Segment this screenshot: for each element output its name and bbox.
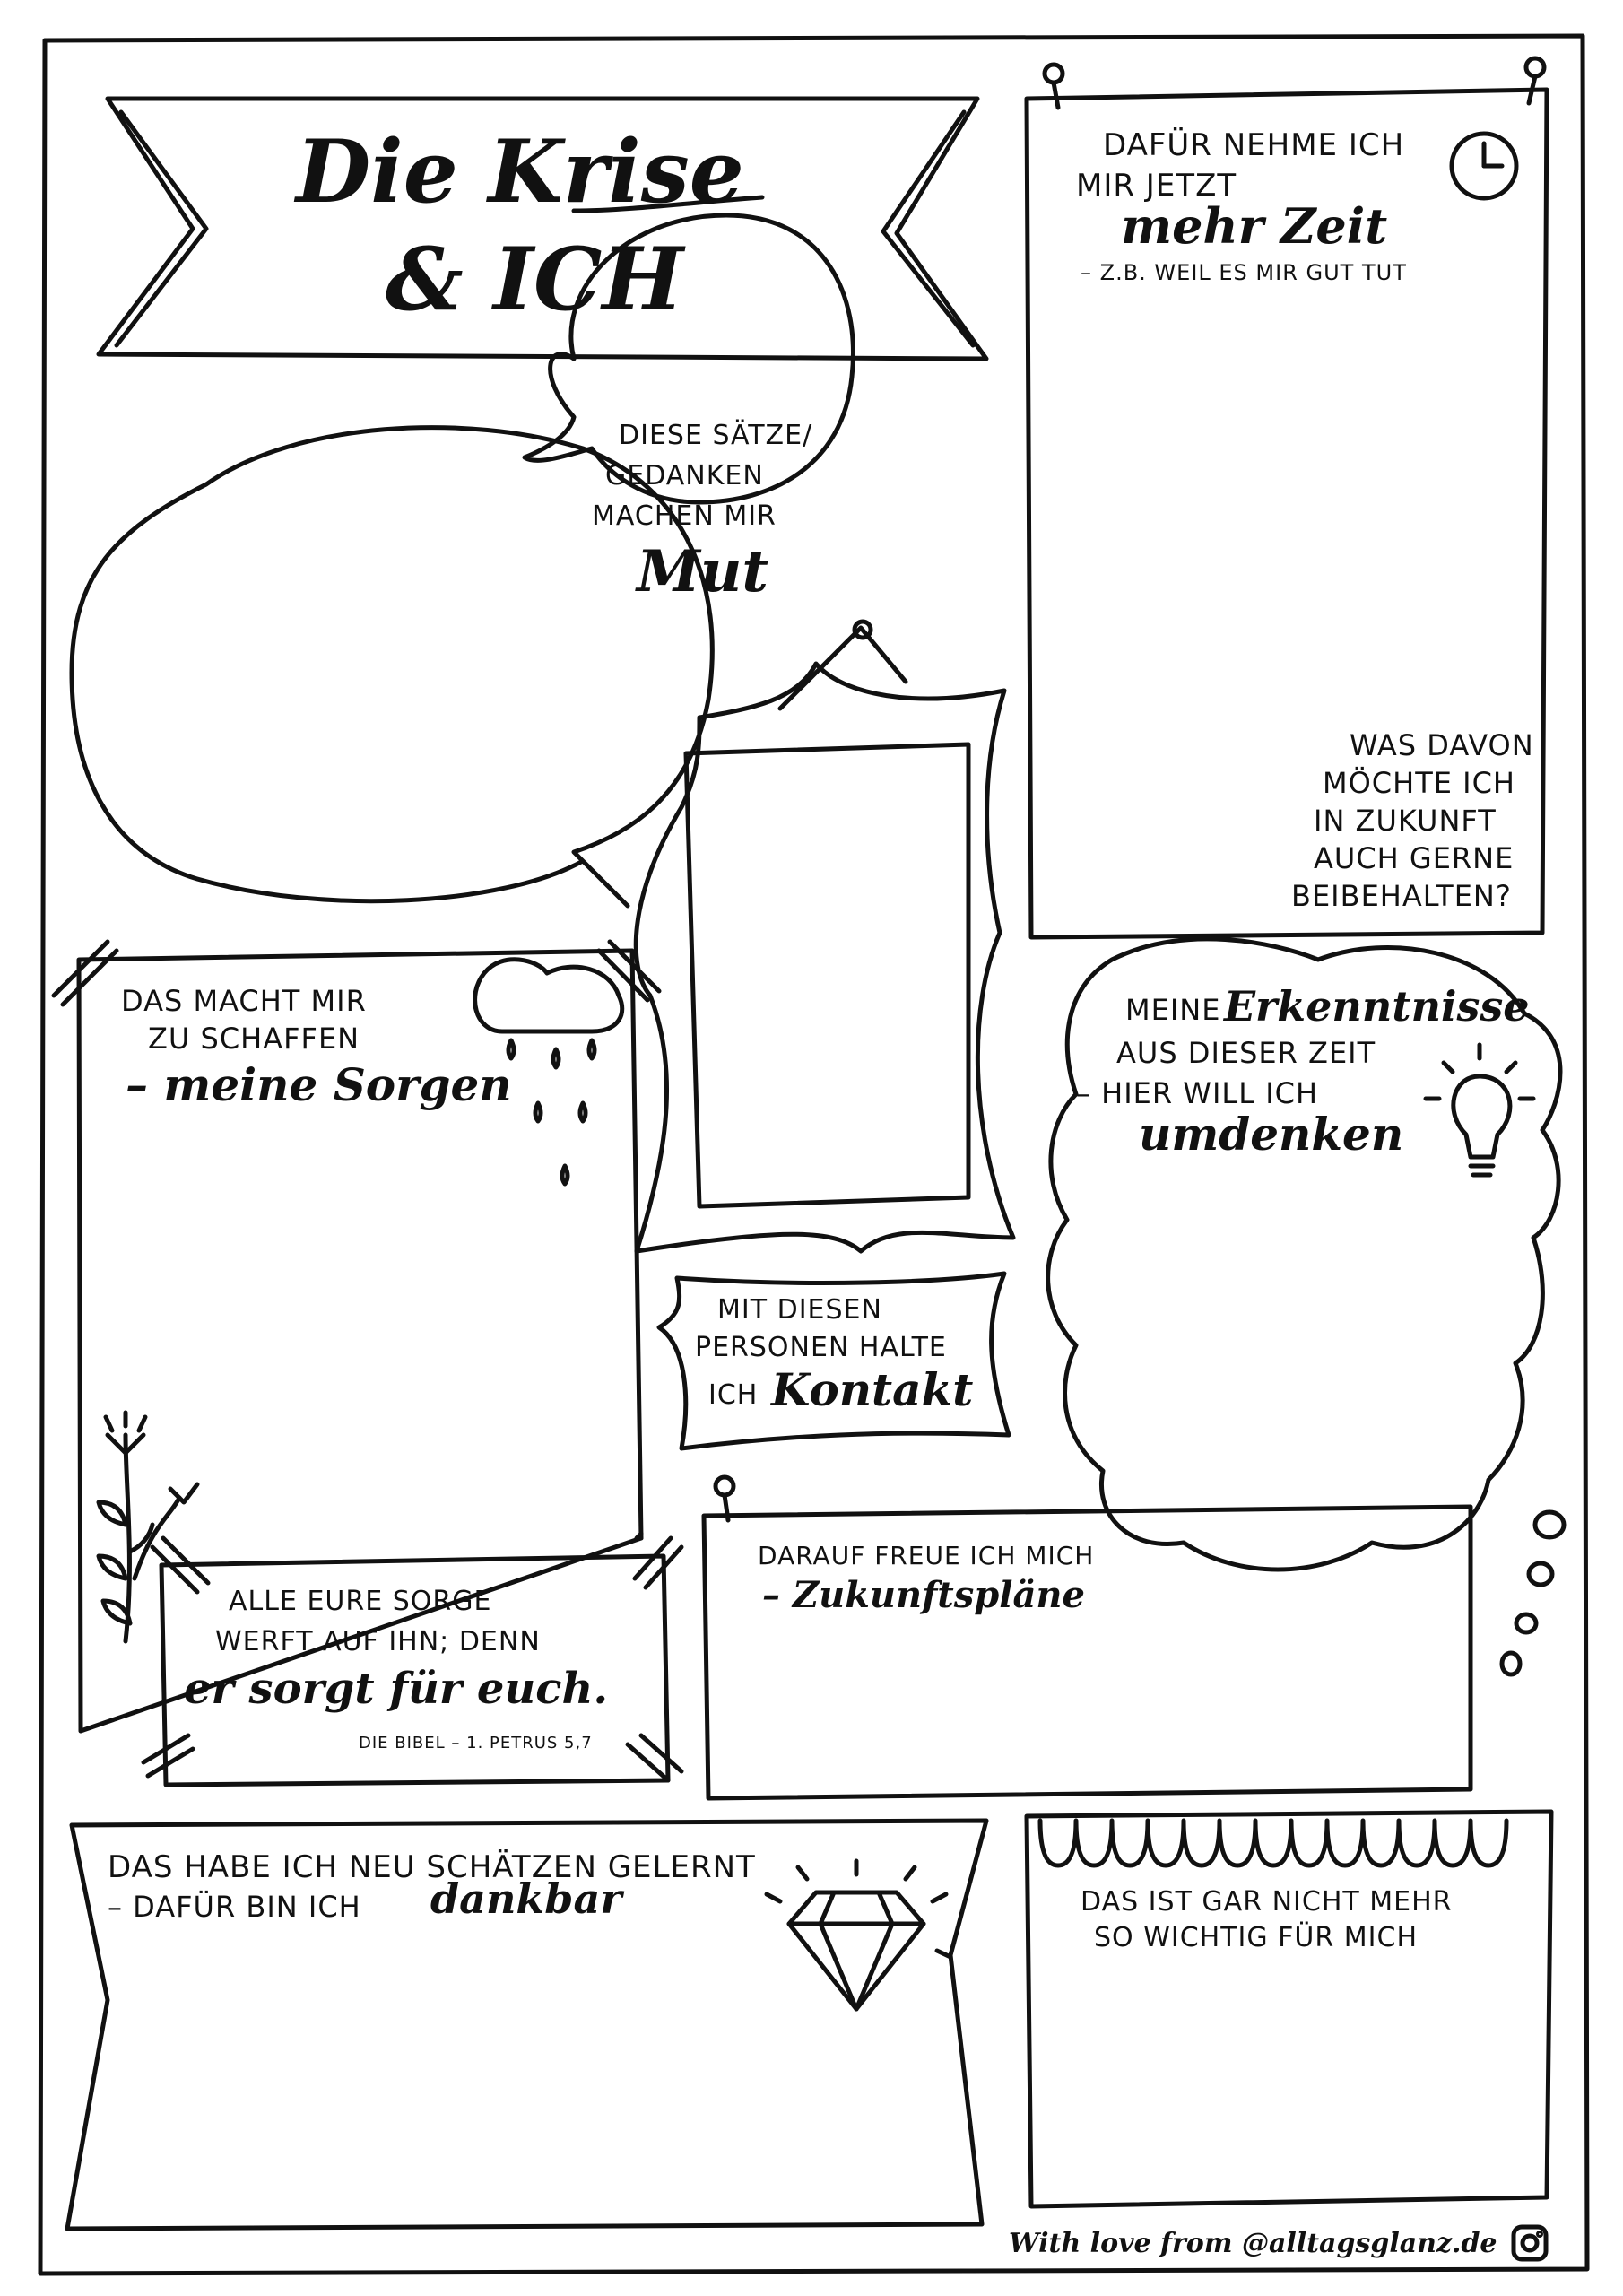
worries-accent: – meine Sorgen — [126, 1058, 512, 1111]
clock-icon — [1449, 131, 1519, 201]
time-accent: mehr Zeit — [1121, 197, 1388, 255]
verse-line-2: WERFT AUF IHN; DENN — [215, 1626, 541, 1657]
grateful-frame — [65, 1818, 989, 2231]
frame-hanger — [777, 625, 908, 711]
tape-strip — [643, 1544, 684, 1590]
insights-line-2: AUS DIESER ZEIT — [1116, 1036, 1376, 1070]
thought-bubble-dot — [1499, 1650, 1523, 1677]
time-line-2: MIR JETZT — [1076, 168, 1237, 204]
pin-icon — [1042, 62, 1065, 85]
tape-strip — [625, 1742, 671, 1783]
notimportant-frame — [1024, 1809, 1554, 2209]
verse-source: DIE BIBEL – 1. PETRUS 5,7 — [359, 1734, 593, 1752]
flower-icon — [96, 1410, 200, 1644]
future-line-1: DARAUF FREUE ICH MICH — [758, 1541, 1095, 1570]
speech-bubble-large — [69, 425, 715, 909]
contact-line-3: ICH — [708, 1379, 759, 1411]
keep-line-1: WAS DAVON — [1350, 728, 1534, 762]
title-banner-fold-left — [114, 109, 209, 348]
grateful-line-1: DAS HABE ICH NEU SCHÄTZEN GELERNT — [108, 1849, 756, 1885]
footer-credit: With love from @alltagsglanz.de — [1009, 2228, 1497, 2259]
title-line-1: Die Krise — [296, 121, 744, 222]
tape-strip — [150, 1544, 200, 1595]
grateful-accent: dankbar — [430, 1874, 622, 1923]
pin-icon — [852, 619, 873, 640]
courage-accent: Mut — [637, 538, 768, 605]
future-accent: – Zukunftspläne — [762, 1574, 1085, 1616]
title-banner-fold-right — [881, 109, 976, 348]
lightbulb-icon — [1423, 1042, 1536, 1178]
rain-cloud-icon — [473, 957, 625, 1187]
thought-cloud — [1046, 936, 1563, 1572]
thought-bubble-dot — [1532, 1509, 1567, 1540]
time-line-1: DAFÜR NEHME ICH — [1103, 127, 1405, 163]
thought-bubble-dot — [1514, 1612, 1539, 1635]
title-swash — [571, 195, 765, 213]
tape-strip — [607, 939, 662, 994]
instagram-icon — [1511, 2224, 1549, 2262]
verse-line-1: ALLE EURE SORGE — [229, 1586, 492, 1617]
pin-icon — [1051, 80, 1061, 110]
pin-icon — [1523, 56, 1547, 79]
contact-accent: Kontakt — [771, 1363, 974, 1416]
speech-bubble-small — [522, 213, 855, 505]
tape-strip — [638, 1733, 684, 1774]
tape-strip — [161, 1535, 211, 1586]
time-note-frame — [1024, 87, 1549, 940]
contact-line-2: PERSONEN HALTE — [695, 1332, 947, 1363]
tape-strip — [51, 939, 110, 998]
insights-line-3: – HIER WILL ICH — [1076, 1076, 1319, 1110]
future-frame — [701, 1504, 1473, 1801]
worries-box-frame-right — [634, 1531, 644, 1541]
courage-line-3: MACHEN MIR — [592, 500, 777, 532]
notimportant-line-1: DAS IST GAR NICHT MEHR — [1081, 1886, 1453, 1918]
contact-line-1: MIT DIESEN — [717, 1294, 882, 1326]
diamond-icon — [764, 1858, 953, 2012]
tape-strip — [632, 1535, 673, 1581]
thought-bubble-dot — [1526, 1561, 1555, 1587]
page-border — [38, 33, 1590, 2276]
pin-icon — [1526, 74, 1538, 106]
tape-strip — [145, 1746, 195, 1779]
tape-strip — [596, 948, 650, 1003]
pin-icon — [713, 1474, 736, 1498]
worries-line-2: ZU SCHAFFEN — [148, 1022, 360, 1056]
insights-line-1: MEINE — [1125, 993, 1221, 1027]
time-line-3: – Z.B. WEIL ES MIR GUT TUT — [1081, 260, 1407, 285]
keep-line-5: BEIBEHALTEN? — [1291, 879, 1512, 913]
title-line-2: & ICH — [386, 229, 684, 330]
notimportant-line-2: SO WICHTIG FÜR MICH — [1094, 1922, 1418, 1953]
title-banner — [96, 96, 989, 361]
picture-frame-inner — [683, 742, 971, 1209]
scalloped-border — [1037, 1818, 1509, 1868]
courage-line-1: DIESE SÄTZE/ — [619, 420, 813, 451]
pin-icon — [722, 1492, 731, 1523]
courage-line-2: GEDANKEN — [605, 460, 764, 491]
tape-strip — [141, 1733, 191, 1765]
worries-line-1: DAS MACHT MIR — [121, 984, 367, 1018]
keep-line-4: AUCH GERNE — [1314, 841, 1515, 875]
tape-strip — [60, 948, 119, 1007]
keep-line-2: MÖCHTE ICH — [1323, 766, 1515, 800]
contact-frame — [656, 1271, 1011, 1451]
grateful-line-2: – DAFÜR BIN ICH — [108, 1890, 361, 1924]
keep-line-3: IN ZUKUNFT — [1314, 804, 1497, 838]
insights-accent-2: umdenken — [1139, 1108, 1404, 1161]
insights-accent-1: Erkenntnisse — [1224, 982, 1530, 1031]
verse-accent: er sorgt für euch. — [184, 1664, 609, 1714]
